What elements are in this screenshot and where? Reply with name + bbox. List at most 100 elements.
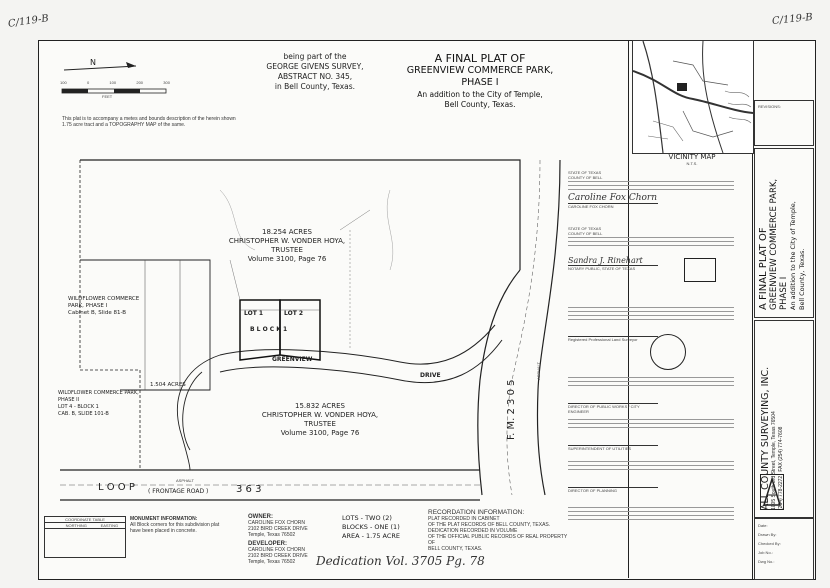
scale-ticks: 100 0 100 200 300 — [60, 80, 170, 85]
surveyor-fax: FAX (254) 774-7608 — [778, 426, 784, 472]
recording-line: PLAT RECORDED IN CABINET — [428, 516, 500, 522]
owner-label: OWNER: — [248, 514, 273, 520]
title-line: GREENVIEW COMMERCE PARK, — [406, 65, 554, 76]
parcel-volume: Volume 3100, Page 76 — [247, 255, 327, 263]
recording-label: RECORDATION INFORMATION: — [428, 509, 525, 516]
survey-line: ABSTRACT NO. 345, — [277, 72, 353, 81]
side-title-line: An addition to the City of Temple, — [789, 201, 797, 310]
scale-tick: 300 — [163, 80, 170, 85]
signature-space — [568, 389, 734, 403]
owner-name: CAROLINE FOX CHORN — [248, 520, 305, 526]
cert-caption: Registered Professional Land Surveyor — [568, 336, 658, 342]
monument-line: have been placed in concrete. — [130, 528, 197, 534]
coordinate-header-cell: EASTING — [100, 523, 119, 528]
signature-space — [568, 473, 734, 487]
block-label: B L O C K 1 — [250, 326, 288, 333]
wildflower-phase1-label: WILDFLOWER COMMERCE PARK, PHASE I Cabine… — [68, 296, 168, 317]
side-title-line: PHASE I — [779, 276, 789, 310]
cert-heading: STATE OF TEXAS — [568, 170, 602, 175]
coordinate-table-header: NORTHING EASTING — [45, 523, 125, 529]
monument-line: All Block corners for this subdivision p… — [130, 522, 220, 528]
vicinity-map — [632, 40, 754, 154]
cert-caption: DIRECTOR OF PLANNING — [568, 487, 658, 493]
cert-caption: SUPERINTENDENT OF UTILITIES — [568, 445, 658, 451]
wildflower-line: CAB. B, SLIDE 101-B — [58, 411, 109, 417]
cert-signature: Caroline Fox Chorn — [568, 193, 658, 203]
survey-description: being part of the GEORGE GIVENS SURVEY, … — [250, 52, 380, 92]
wildflower-line: WILDFLOWER COMMERCE — [68, 296, 140, 302]
stats-blocks: BLOCKS - ONE (1) — [342, 523, 400, 531]
certificate-notary: STATE OF TEXAS COUNTY OF BELL Sandra J. … — [568, 226, 734, 271]
wildflower-phase2-label: WILDFLOWER COMMERCE PARK, PHASE II LOT 4… — [58, 390, 158, 418]
loop-asphalt-label: ASPHALT — [176, 478, 194, 483]
wildflower-line: Cabinet B, Slide 81-B — [68, 310, 127, 316]
signature-space — [568, 431, 734, 445]
owner-address: 2102 BIRD CREEK DRIVE — [248, 526, 308, 532]
coordinate-header-cell: NORTHING — [65, 523, 87, 528]
parcel-owner: CHRISTOPHER W. VONDER HOYA, — [261, 411, 379, 419]
side-title-line: GREENVIEW COMMERCE PARK, — [769, 178, 779, 310]
cert-signature: Sandra J. Rinehart — [568, 256, 643, 265]
title-strip — [752, 40, 816, 580]
title-line: A FINAL PLAT OF — [434, 52, 526, 65]
job-info-row: Date: — [758, 521, 810, 530]
south-parcel-label: 15.832 ACRES CHRISTOPHER W. VONDER HOYA,… — [250, 402, 390, 438]
notary-seal — [684, 258, 716, 282]
loop-number-label: 3 6 3 — [236, 484, 262, 495]
stats-area: AREA - 1.75 ACRE — [342, 532, 401, 540]
vicinity-map-label: VICINITY MAP — [668, 153, 716, 161]
title-line: PHASE I — [461, 77, 499, 88]
developer-address: 2102 BIRD CREEK DRIVE — [248, 553, 308, 559]
frontage-label: ( FRONTAGE ROAD ) — [148, 488, 209, 495]
scale-tick: 100 — [60, 80, 67, 85]
surveyor-box — [754, 320, 814, 518]
side-title-line: A FINAL PLAT OF — [758, 227, 769, 310]
corner-note-right: C/119-B — [771, 11, 814, 28]
cert-column-divider — [628, 40, 629, 578]
survey-line: GEORGE GIVENS SURVEY, — [266, 62, 364, 71]
recording-info: RECORDATION INFORMATION: PLAT RECORDED I… — [428, 509, 568, 552]
parcel-role: TRUSTEE — [271, 246, 303, 254]
acres-1504-label: 1.504 ACRES — [150, 382, 186, 388]
cert-sub: COUNTY OF BELL — [568, 231, 603, 236]
owner-city: Temple, Texas 76502 — [248, 532, 296, 538]
scale-tick: 0 — [86, 80, 90, 85]
loop-label: L O O P — [98, 482, 135, 493]
cert-caption: CAROLINE FOX CHORN — [568, 203, 658, 209]
job-info-row: Dwg No.: — [758, 557, 810, 566]
certificate-surveyor: Registered Professional Land Surveyor — [568, 306, 734, 342]
certificate-county-clerk — [568, 506, 734, 523]
scale-unit: FEET — [102, 94, 113, 99]
developer-name: CAROLINE FOX CHORN — [248, 547, 305, 553]
stats-lots: LOTS - TWO (2) — [342, 514, 392, 522]
job-info-row: Checked By: — [758, 539, 810, 548]
monument-info: MONUMENT INFORMATION: All Block corners … — [130, 516, 240, 534]
job-info-label: Job No.: — [758, 550, 773, 555]
coordinate-table: COORDINATE TABLE NORTHING EASTING — [44, 516, 126, 558]
north-parcel-label: 18.254 ACRES CHRISTOPHER W. VONDER HOYA,… — [222, 228, 352, 264]
wildflower-line: PHASE II — [58, 397, 80, 403]
lot-1-label: LOT 1 — [244, 310, 264, 317]
plat-title: A FINAL PLAT OF GREENVIEW COMMERCE PARK,… — [398, 52, 562, 110]
monument-label: MONUMENT INFORMATION: — [130, 516, 198, 522]
cert-heading: STATE OF TEXAS — [568, 226, 602, 231]
handwritten-dedication: Dedication Vol. 3705 Pg. 78 — [316, 554, 485, 568]
wildflower-line: PARK, PHASE I — [68, 303, 108, 309]
cert-sub: COUNTY OF BELL — [568, 175, 603, 180]
survey-line: in Bell County, Texas. — [274, 82, 356, 91]
side-title-line: Bell County, Texas. — [798, 248, 806, 310]
job-info-box: Date: Drawn By: Checked By: Job No.: Dwg… — [754, 518, 814, 580]
certificate-owner: STATE OF TEXAS COUNTY OF BELL Caroline F… — [568, 170, 734, 209]
certificate-public-works: DIRECTOR OF PUBLIC WORKS / CITY ENGINEER — [568, 376, 734, 414]
job-info-label: Checked By: — [758, 541, 781, 546]
parcel-acres: 18.254 ACRES — [261, 228, 312, 236]
drive-label: DRIVE — [420, 372, 441, 379]
surveyor-seal — [650, 334, 686, 370]
recording-line: OF THE PLAT RECORDS OF BELL COUNTY, TEXA… — [428, 522, 551, 528]
wildflower-line: LOT 4 - BLOCK 1 — [58, 404, 99, 410]
surveyor-logo — [760, 474, 784, 510]
side-title-box — [754, 148, 814, 318]
developer-label: DEVELOPER: — [248, 541, 288, 547]
revisions-box — [754, 100, 814, 146]
parcel-owner: CHRISTOPHER W. VONDER HOYA, — [228, 237, 346, 245]
